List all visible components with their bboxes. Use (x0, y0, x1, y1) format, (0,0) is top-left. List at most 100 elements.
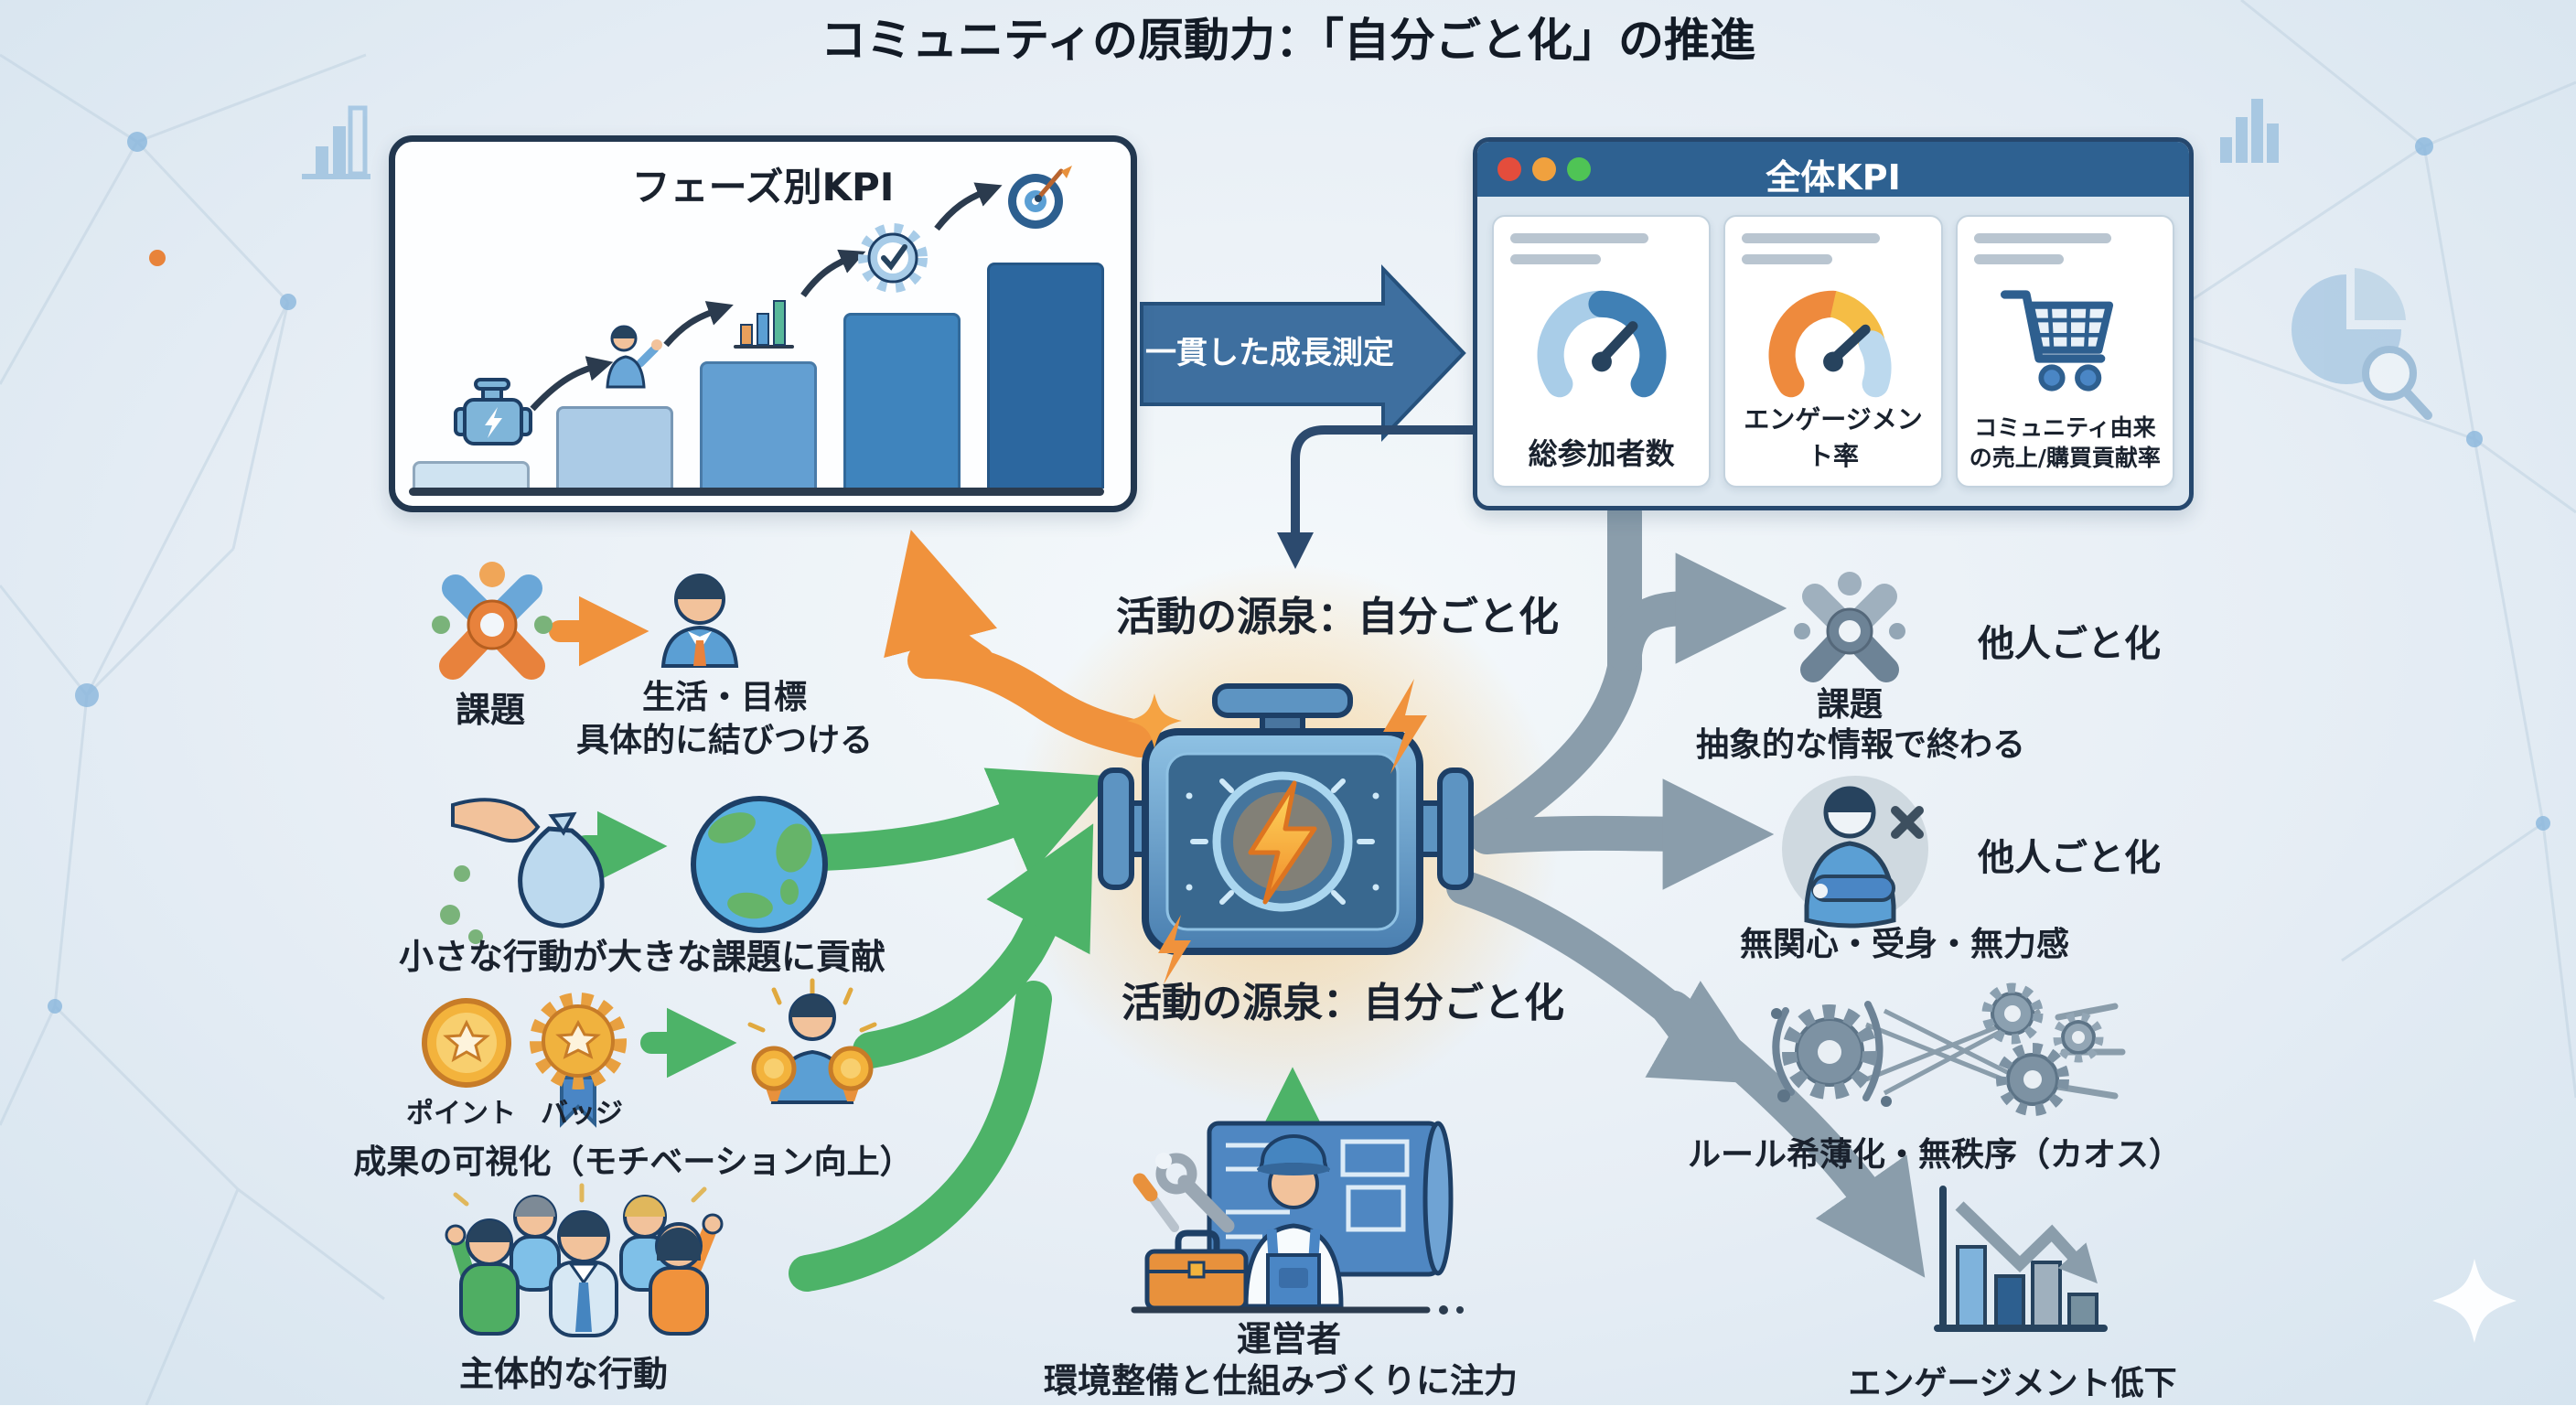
engine-small-icon (454, 378, 532, 445)
engine-dial-ticks (1190, 778, 1375, 905)
proactive-action-label: 主体的な行動 (458, 1354, 669, 1394)
engagement-decline-label: エンゲージメント低下 (1848, 1365, 2177, 1402)
placeholder-line (1742, 233, 1880, 243)
orange-dot-decor (149, 250, 166, 266)
kpi-card-engagement: エンゲージメント率 (1723, 215, 1943, 488)
gray-arrow-to-decline (1657, 991, 1926, 1278)
kpi-card-label: コミュニティ由来の売上/購買貢献率 (1969, 414, 2161, 471)
gray-trunk-to-window (1466, 495, 1642, 848)
bar-chart-decor-top-right (2220, 99, 2279, 163)
othering-tag-1: 他人ごと化 (1978, 623, 2161, 665)
bar-chart-decor-top-left (302, 105, 370, 179)
target-icon (1008, 166, 1072, 229)
chaos-label: ルール希薄化・無秩序（カオス） (1687, 1136, 2183, 1174)
declining-chart-icon (1934, 1186, 2108, 1332)
othering-tag-2: 他人ごと化 (1978, 837, 2161, 879)
down-trend-arrow-icon (1955, 1201, 2098, 1284)
issue-gray-label: 課題 (1816, 686, 1884, 724)
operator-title: 運営者 (1236, 1319, 1342, 1359)
person-medals-icon (747, 978, 877, 1104)
placeholder-line (1973, 254, 2065, 264)
sparkle-star-icon (1127, 693, 1182, 748)
hand-trash-icon (440, 798, 605, 944)
engine-dial-dots (1186, 792, 1379, 891)
phase-kpi-baseline (409, 488, 1104, 496)
blueprint-lines (1226, 1139, 1410, 1240)
kpi-card-sales: コミュニティ由来の売上/購買貢献率 (1955, 215, 2174, 488)
phase-kpi-box: フェーズ別KPI (389, 135, 1137, 512)
visualization-label: 成果の可視化（モチベーション向上） (353, 1143, 913, 1181)
feedback-line-down-arrow (1277, 425, 1477, 569)
spark-bolt-icon-left (1158, 915, 1191, 984)
life-goal-line2: 具体的に結びつける (575, 721, 874, 759)
sparkle-decor (2432, 1259, 2517, 1343)
chaos-gears-icon (1771, 982, 2126, 1116)
engine-icon (1098, 683, 1474, 955)
phase-kpi-step-icons (454, 166, 1072, 445)
placeholder-line (1510, 233, 1648, 243)
phase-bar-5 (987, 263, 1104, 488)
gray-arrow-to-issue (1607, 553, 1787, 671)
life-goal-label: 生活・目標 具体的に結びつける (576, 677, 873, 763)
mini-bar-chart-icon (734, 300, 794, 349)
green-band-results-to-engine (853, 823, 1094, 1068)
person-small-icon (606, 325, 662, 389)
phase-bar-2 (556, 406, 673, 488)
kpi-card-label: エンゲージメント率 (1744, 404, 1923, 471)
placeholder-line (1510, 254, 1601, 264)
spark-bolt-icon-right (1383, 679, 1427, 774)
pie-magnifier-decor (2292, 268, 2432, 420)
people-group-icon (445, 1183, 724, 1337)
x-mark-icon (1891, 806, 1924, 839)
growth-arrow-label: 一貫した成長測定 (1145, 335, 1394, 371)
phase-bar-1 (413, 461, 530, 488)
placeholder-line (1973, 233, 2112, 243)
engine-label-bottom: 活動の源泉：自分ごと化 (1122, 980, 1564, 1026)
point-coin-icon (422, 998, 511, 1088)
overall-kpi-body: 総参加者数 エンゲージメント率 (1477, 197, 2189, 506)
engine-label-top: 活動の源泉：自分ごと化 (1116, 594, 1559, 640)
operator-label: 環境整備と仕組みづくりに注力 (1044, 1361, 1518, 1401)
minimize-window-button[interactable] (1532, 157, 1556, 181)
person-icon (660, 574, 739, 668)
apathy-person-icon (1782, 776, 1928, 928)
operator-scene (1131, 1121, 1464, 1315)
orange-branch-up (884, 530, 998, 682)
mesh-nodes (48, 132, 2550, 1014)
apathy-label: 無関心・受身・無力感 (1739, 926, 2070, 963)
overall-kpi-title: 全体KPI (1766, 157, 1901, 198)
gray-arrow-to-apathy (1469, 778, 1775, 890)
kpi-card-participants: 総参加者数 (1492, 215, 1712, 488)
phase-kpi-bar-chart (413, 263, 1104, 488)
phase-kpi-title: フェーズ別KPI (631, 165, 895, 209)
gray-flow-arrows (1446, 495, 1926, 1278)
green-band-earth-to-engine (803, 767, 1115, 876)
life-goal-line1: 生活・目標 (641, 679, 808, 716)
close-window-button[interactable] (1497, 157, 1521, 181)
lightning-bolt-icon (1248, 780, 1317, 905)
kpi-card-label: 総参加者数 (1528, 436, 1675, 471)
gauge-orange-icon (1768, 290, 1892, 398)
gear-check-icon (858, 223, 928, 293)
window-titlebar: 全体KPI (1477, 142, 2189, 198)
issue-node-icon (432, 562, 553, 680)
badge-icon (530, 993, 627, 1128)
page-title: コミュニティの原動力：「自分ごと化」の推進 (821, 14, 1755, 67)
small-actions-label: 小さな行動が大きな課題に貢献 (398, 937, 886, 977)
abstract-info-label: 抽象的な情報で終わる (1695, 726, 2026, 764)
phase-step-arrows (530, 182, 1003, 412)
phase-bar-4 (843, 313, 961, 488)
placeholder-line (1742, 254, 1833, 264)
overall-kpi-window: 全体KPI 総参加者数 (1473, 137, 2194, 510)
earth-icon (691, 796, 828, 933)
green-band-people-merge (789, 981, 1052, 1292)
issue-node-gray-icon (1794, 572, 1905, 682)
zoom-window-button[interactable] (1567, 157, 1591, 181)
point-label: ポイント (406, 1098, 516, 1130)
phase-bar-3 (700, 361, 817, 488)
green-flow-arrows (574, 767, 1343, 1292)
cart-icon (2001, 290, 2114, 392)
badge-label: バッジ (541, 1098, 623, 1130)
